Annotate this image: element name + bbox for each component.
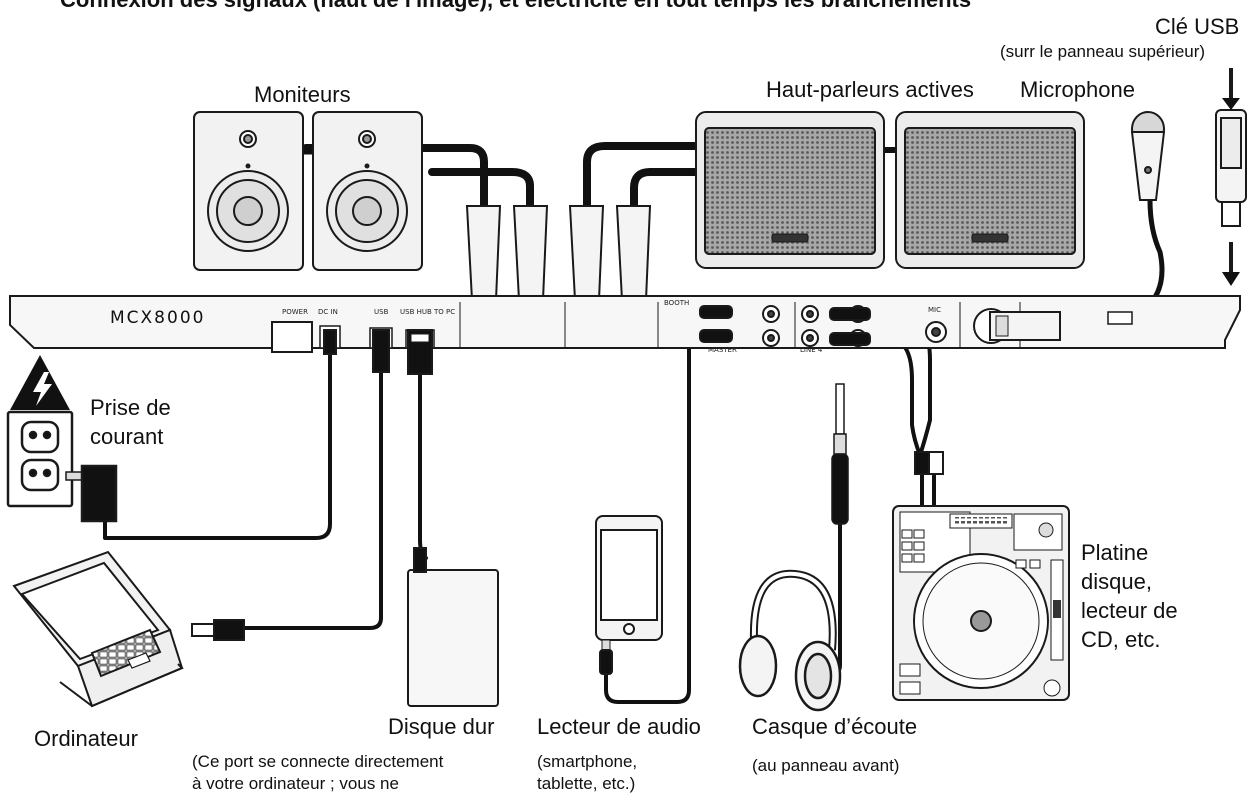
label-turntable-1: Platine (1081, 540, 1149, 565)
label-microphone: Microphone (1020, 77, 1135, 102)
power-outlet-icon (6, 410, 118, 523)
label-hard-drive: Disque dur (388, 714, 495, 739)
label-headphones-note: (au panneau avant) (752, 756, 900, 775)
label-monitors: Moniteurs (254, 82, 351, 107)
label-audio-player-note-1: (smartphone, (537, 752, 638, 771)
panel-label-dc-in: DC IN (318, 308, 338, 316)
xlr-connectors (465, 205, 652, 310)
label-active-speakers: Haut-parleurs actives (766, 77, 974, 102)
warning-icon (10, 355, 70, 410)
panel-label-master: MASTER (708, 346, 737, 354)
label-hard-drive-note-2: à votre ordinateur ; vous ne (192, 774, 399, 793)
label-computer: Ordinateur (34, 726, 138, 751)
label-turntable-2: disque, (1081, 569, 1152, 594)
label-turntable-3: lecteur de (1081, 598, 1178, 623)
connected-plugs (323, 305, 1061, 375)
active-speaker-icon (695, 111, 1085, 269)
label-headphones: Casque d’écoute (752, 714, 918, 739)
headphones-icon (738, 569, 842, 712)
cd-player-icon (892, 505, 1070, 701)
panel-label-usb: USB (374, 308, 389, 316)
usb-key-icon (1215, 68, 1247, 286)
headphone-plug (831, 383, 849, 525)
header-partial: Connexion des signaux (haut de l'image),… (60, 0, 971, 13)
smartphone-icon (595, 515, 663, 675)
label-power-outlet-2: courant (90, 424, 164, 449)
panel-label-mic: MIC (928, 306, 941, 314)
label-audio-player: Lecteur de audio (537, 714, 701, 739)
studio-monitor-icon (193, 111, 423, 271)
label-turntable-4: CD, etc. (1081, 627, 1161, 652)
panel-label-booth: BOOTH (664, 299, 690, 307)
label-audio-player-note-2: tablette, etc.) (537, 774, 636, 793)
panel-label-usb-to-pc: USB HUB TO PC (400, 308, 456, 316)
laptop-icon (12, 550, 245, 708)
panel-label-line4: LINE 4 (800, 346, 823, 354)
rca-plugs (914, 451, 944, 475)
label-usb-key-note: (surr le panneau supérieur) (1000, 42, 1206, 61)
microphone-icon (1130, 111, 1166, 201)
device-logo: MCX8000 (110, 308, 206, 328)
label-power-outlet-1: Prise de (90, 395, 171, 420)
label-hard-drive-note-1: (Ce port se connecte directement (192, 752, 444, 771)
hard-drive-icon (407, 547, 499, 707)
label-usb-key: Clé USB (1155, 14, 1240, 39)
panel-label-power: POWER (282, 308, 308, 316)
